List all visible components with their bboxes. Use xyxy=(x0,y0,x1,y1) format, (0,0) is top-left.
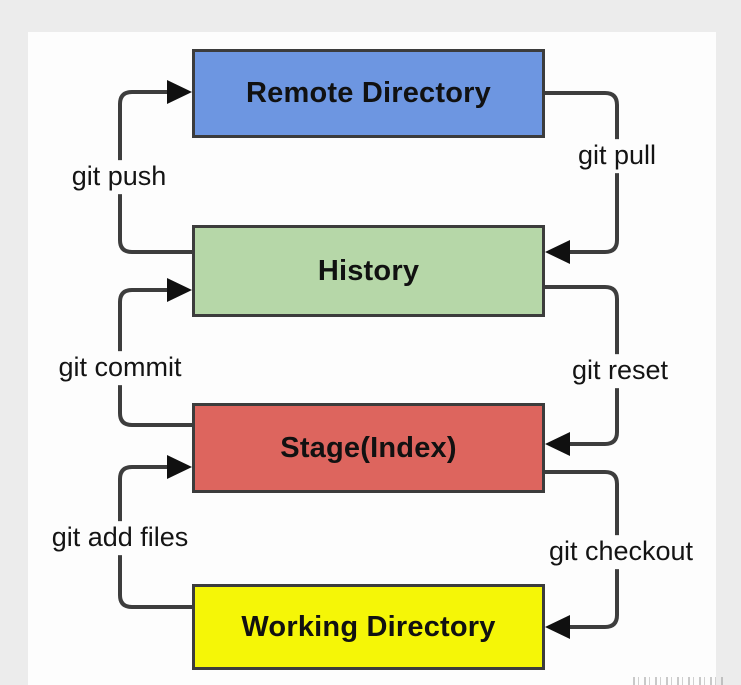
edge-label-git-checkout: git checkout xyxy=(541,535,701,569)
edge-label-git-push: git push xyxy=(64,160,174,194)
edge-label-git-add-files: git add files xyxy=(44,521,196,555)
edge-label-git-reset: git reset xyxy=(564,354,676,388)
node-working-directory-label: Working Directory xyxy=(241,610,496,643)
node-working-directory: Working Directory xyxy=(192,584,545,670)
node-remote-directory-label: Remote Directory xyxy=(246,77,491,109)
node-stage-index: Stage(Index) xyxy=(192,403,545,493)
node-remote-directory: Remote Directory xyxy=(192,49,545,138)
watermark-artifact xyxy=(633,677,723,685)
edge-label-git-commit: git commit xyxy=(51,351,189,385)
node-stage-index-label: Stage(Index) xyxy=(280,431,457,464)
node-history: History xyxy=(192,225,545,317)
node-history-label: History xyxy=(317,254,420,287)
edge-label-git-pull: git pull xyxy=(570,139,664,173)
